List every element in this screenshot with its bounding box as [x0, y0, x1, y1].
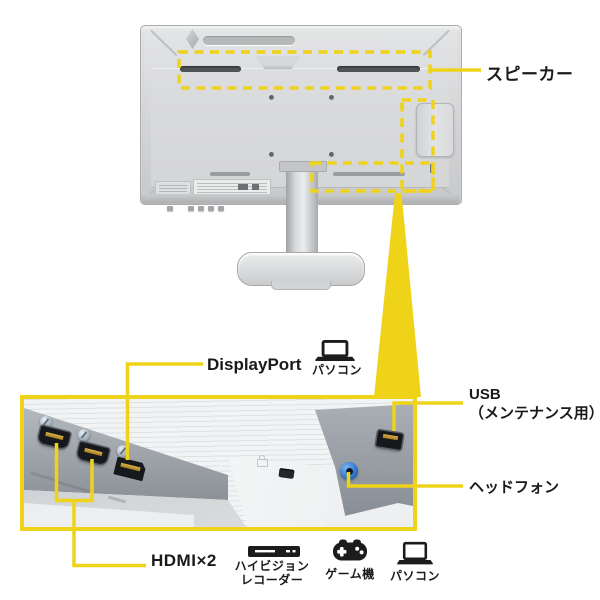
- speaker-grille-right: [337, 66, 420, 72]
- speaker-label: スピーカー: [486, 65, 574, 84]
- usb-label: USB （メンテナンス用）: [469, 385, 600, 423]
- recorder-source-label: ハイビジョン レコーダー: [228, 559, 316, 587]
- brand-logo: [203, 36, 295, 45]
- control-button: [218, 206, 224, 211]
- control-button: [208, 206, 214, 211]
- headphone-label: ヘッドフォン: [469, 479, 560, 496]
- label-logo-mark: [252, 184, 259, 190]
- screw: [78, 429, 90, 441]
- speaker-highlight-box: [177, 50, 432, 90]
- pc-source-label-top: パソコン: [311, 363, 362, 377]
- usb-label-line2: （メンテナンス用）: [469, 405, 600, 422]
- side-port-cover: [416, 103, 454, 157]
- hdmi-label: HDMI×2: [151, 551, 217, 570]
- usb-callout-line: [392, 401, 463, 431]
- stand-base-notch: [271, 281, 331, 290]
- displayport-label: DisplayPort: [207, 355, 302, 374]
- vent-slot: [333, 172, 405, 176]
- stand-mount: [279, 161, 327, 172]
- laptop-icon: [397, 541, 433, 565]
- usb-label-line1: USB: [469, 386, 501, 403]
- zoom-wedge: [374, 193, 421, 397]
- displayport-callout-line: [125, 362, 203, 460]
- hdmi-callout-line: [72, 500, 146, 568]
- laptop-icon: [315, 340, 355, 362]
- headphone-jack: [340, 462, 358, 480]
- speaker-grille-left: [180, 66, 241, 72]
- recorder-icon: [248, 546, 300, 557]
- pc-source-label-bottom: パソコン: [389, 569, 440, 583]
- side-ports-highlight-box: [400, 98, 435, 193]
- lock-icon: [257, 455, 268, 467]
- gamepad-icon: [333, 539, 367, 561]
- control-button: [198, 206, 204, 211]
- control-button: [188, 206, 194, 211]
- stand-base: [237, 252, 365, 286]
- screw: [40, 416, 52, 428]
- vesa-hole: [269, 95, 274, 100]
- headphone-callout-line: [346, 472, 463, 488]
- bottom-ports-highlight-box: [310, 161, 435, 193]
- power-button: [167, 206, 173, 211]
- vent-slot: [210, 172, 250, 176]
- recorder-label-line2: レコーダー: [240, 572, 304, 587]
- brand-logo-icon: [186, 29, 199, 49]
- game-source-label: ゲーム機: [325, 567, 375, 581]
- vesa-hole: [329, 95, 334, 100]
- label-logo-mark: [238, 184, 248, 190]
- vesa-hole: [329, 152, 334, 157]
- hdmi-callout-bracket: [54, 443, 94, 503]
- vesa-hole: [269, 152, 274, 157]
- handle-notch: [255, 56, 301, 69]
- recorder-label-line1: ハイビジョン: [234, 559, 310, 573]
